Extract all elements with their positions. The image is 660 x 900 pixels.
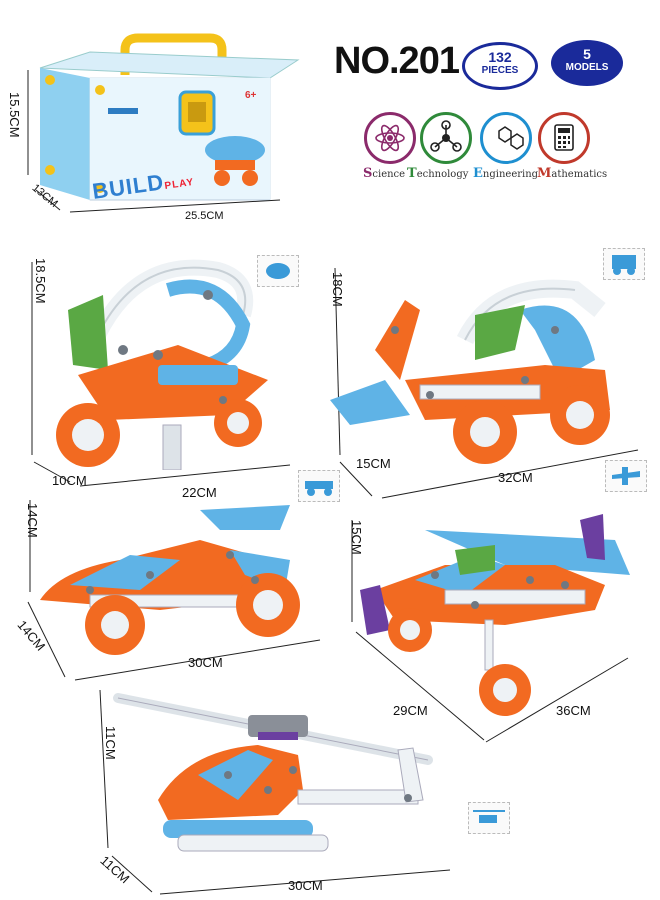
race-car-height-label: 14CM — [25, 503, 40, 538]
benzene-ring-icon — [480, 112, 532, 164]
airplane-height-label: 15CM — [349, 520, 364, 555]
svg-text:6+: 6+ — [245, 90, 257, 101]
product-box: 6+ BUILDPLAY — [30, 20, 300, 220]
models-label: MODELS — [565, 62, 609, 73]
helicopter-length-label: 30CM — [288, 878, 323, 893]
stem-rest-science: cience — [372, 169, 406, 180]
pieces-label: PIECES — [481, 65, 519, 76]
bulldozer-thumbnail — [603, 248, 645, 280]
bulldozer-height-label: 18CM — [330, 272, 345, 307]
helicopter-height-label: 11CM — [103, 726, 118, 760]
box-width-label: 25.5CM — [185, 210, 224, 222]
bulldozer-length-label: 32CM — [498, 470, 533, 485]
motorcycle-length-label: 22CM — [182, 485, 217, 500]
model-number: NO.201 — [334, 40, 460, 82]
airplane-length-label: 36CM — [556, 703, 591, 718]
motorcycle-height-label: 18.5CM — [33, 258, 48, 304]
stem-rest-mathematics: athematics — [551, 169, 608, 180]
pieces-count: 132 — [488, 49, 512, 65]
race-car-thumbnail — [298, 470, 340, 502]
atom-icon — [364, 112, 416, 164]
airplane-model-image — [360, 514, 630, 716]
motorcycle-model-image — [56, 259, 268, 470]
stem-label-technology: Technology — [407, 166, 468, 181]
box-height-label: 15.5CM — [7, 92, 22, 138]
airplane-depth-label: 29CM — [393, 703, 428, 718]
airplane-thumbnail — [605, 460, 647, 492]
motorcycle-thumbnail — [257, 255, 299, 287]
stem-label-mathematics: Mathematics — [537, 166, 607, 181]
models-badge: 5 MODELS — [551, 40, 623, 86]
motorcycle-depth-label: 10CM — [52, 473, 87, 488]
stem-rest-engineering: ngineering — [482, 169, 539, 180]
calculator-icon — [538, 112, 590, 164]
stem-rest-technology: echnology — [416, 169, 469, 180]
helicopter-model-image — [113, 693, 433, 852]
stem-label-science: Science — [363, 166, 405, 181]
bulldozer-depth-label: 15CM — [356, 456, 391, 471]
race-car-length-label: 30CM — [188, 655, 223, 670]
bulldozer-model-image — [330, 279, 610, 464]
pieces-badge: 132 PIECES — [462, 42, 538, 90]
molecule-icon — [420, 112, 472, 164]
models-count: 5 — [583, 46, 591, 62]
helicopter-thumbnail — [468, 802, 510, 834]
stem-initial-s: S — [363, 166, 373, 181]
stem-initial-m: M — [537, 166, 552, 181]
product-box-illustration: 6+ — [39, 33, 300, 201]
stem-label-engineering: Engineering — [473, 166, 538, 181]
stem-initial-e: E — [473, 166, 483, 181]
stem-initial-t: T — [407, 166, 417, 181]
race-car-model-image — [40, 505, 300, 655]
